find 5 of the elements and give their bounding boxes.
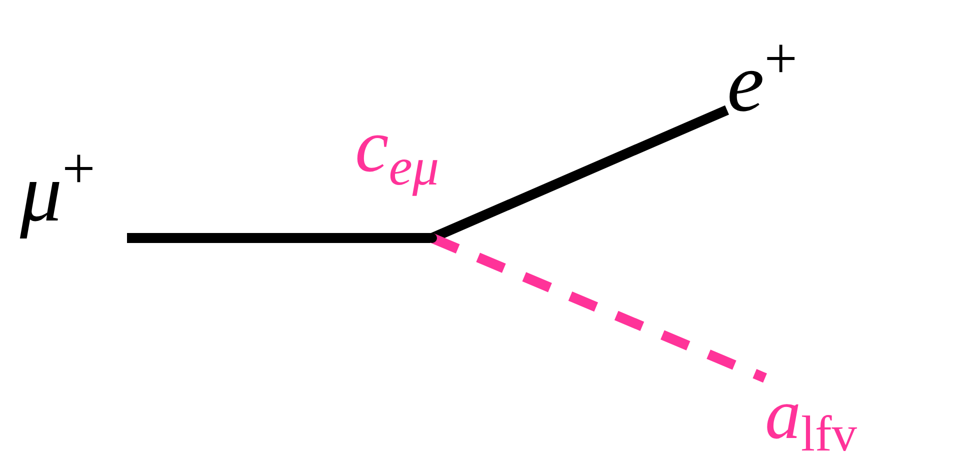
particle-label: e$^{+}$ (727, 30, 798, 126)
coupling-label: c$_{eμ}$ (355, 108, 440, 194)
line (127, 233, 432, 243)
particle-label: a$_{lfv}$ (765, 378, 857, 455)
dashed-line (430, 233, 767, 383)
